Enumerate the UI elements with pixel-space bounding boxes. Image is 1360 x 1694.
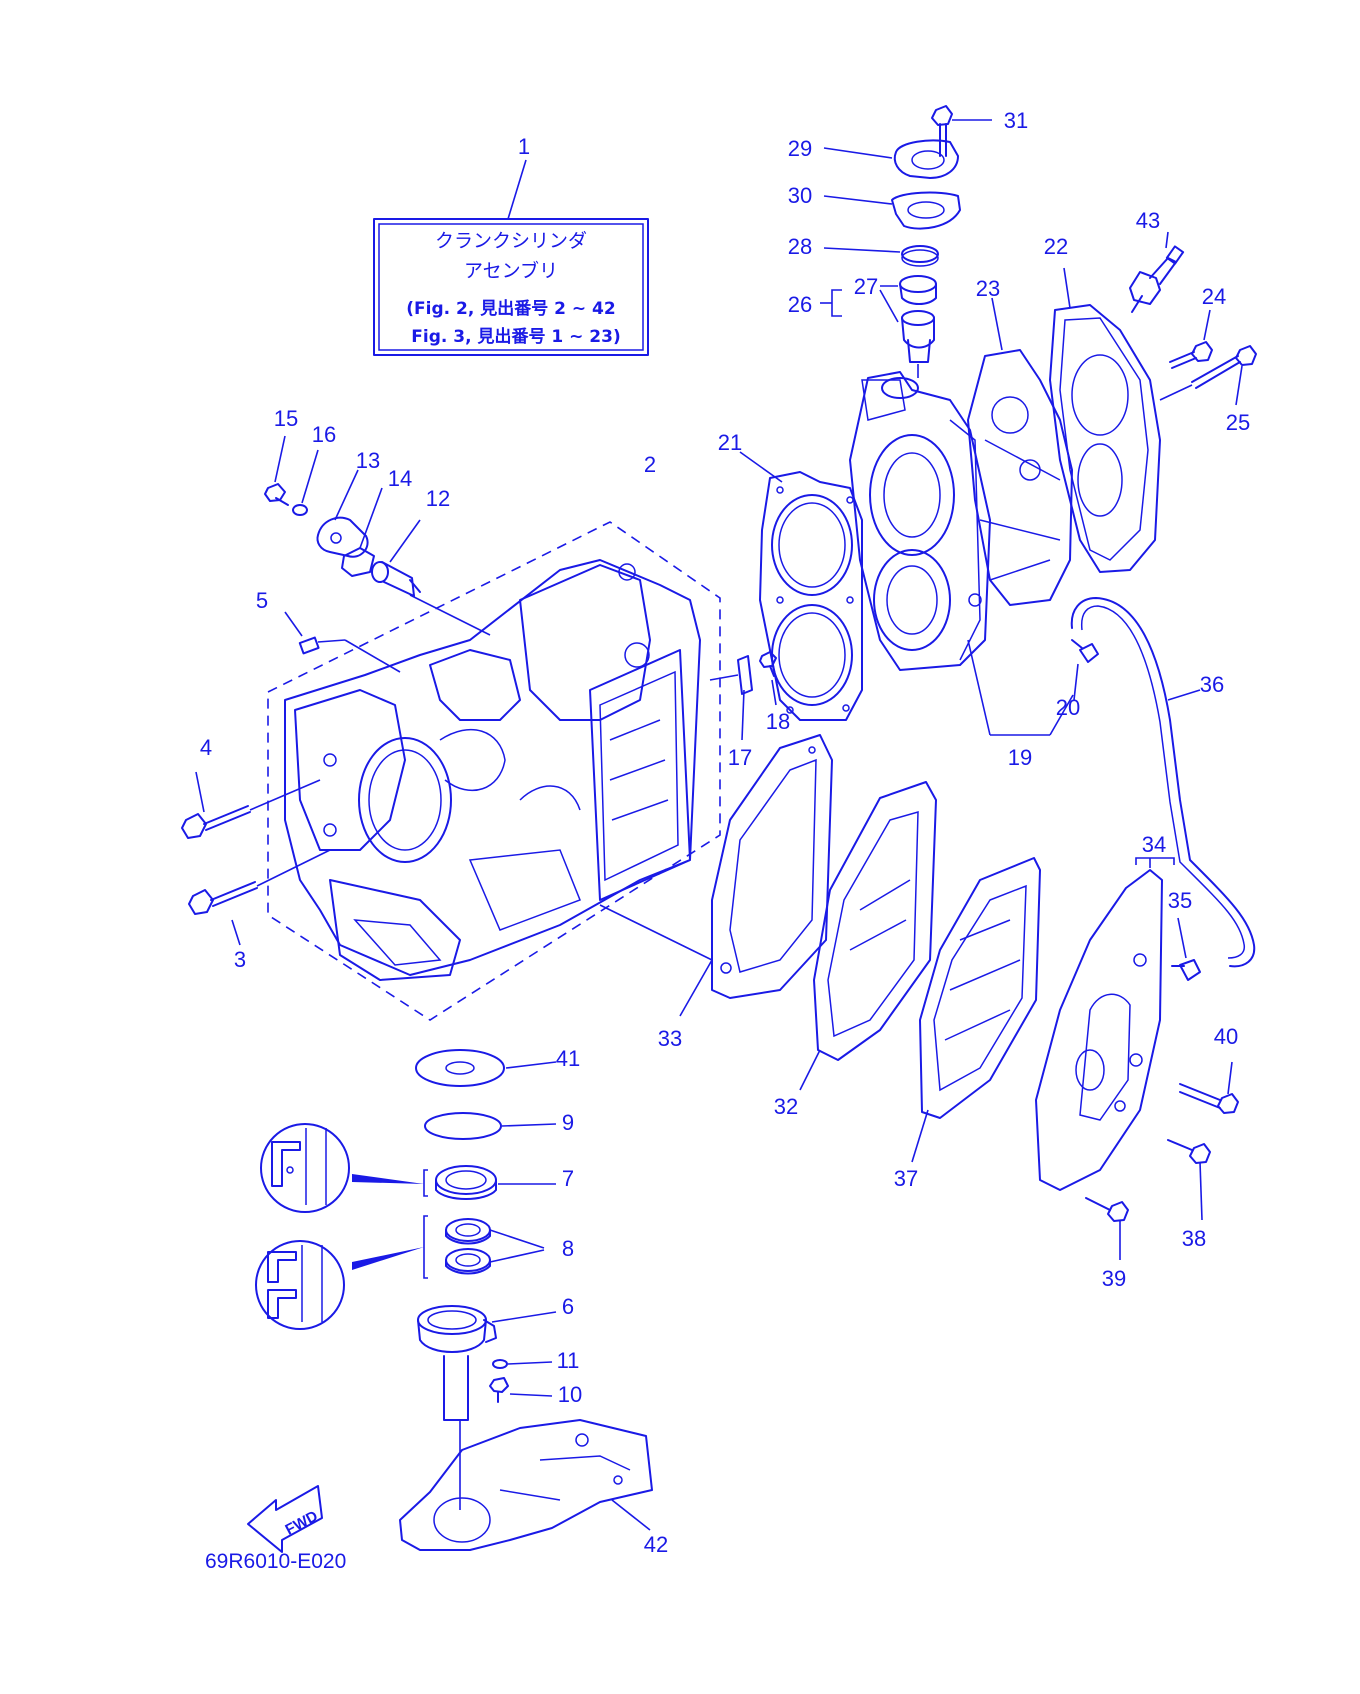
callout-29: 29 [788, 136, 812, 161]
fwd-label: FWD [283, 1507, 321, 1538]
callout-37: 37 [894, 1166, 918, 1191]
assembly-reference-box: クランクシリンダ アセンブリ (Fig. 2, 見出番号 2 ~ 42 Fig.… [373, 159, 649, 356]
bolt-31 [931, 105, 992, 157]
fwd-arrow-icon: FWD [247, 1485, 323, 1553]
gasket-42 [399, 1419, 653, 1551]
gasket-30 [823, 191, 961, 230]
screw-18 [759, 651, 777, 706]
bearing-housing-6 [417, 1305, 557, 1510]
gasket-23 [967, 297, 1073, 606]
callout-42: 42 [644, 1532, 668, 1557]
hose-36 [1070, 597, 1256, 968]
callout-31: 31 [1004, 108, 1028, 133]
ring-28 [823, 245, 939, 267]
callout-43: 43 [1136, 208, 1160, 233]
callout-22: 22 [1044, 234, 1068, 259]
seal-14 [341, 487, 383, 577]
bolt-10 [489, 1377, 553, 1403]
callout-11: 11 [557, 1348, 580, 1373]
callout-34: 34 [1142, 832, 1166, 857]
callout-9: 9 [562, 1110, 574, 1135]
callout-1: 1 [518, 134, 530, 159]
oil-seal-7 [352, 1165, 556, 1200]
thermostat-26 [879, 289, 935, 378]
callout-3: 3 [234, 947, 246, 972]
callout-10: 10 [558, 1382, 582, 1407]
bolt-24 [1169, 309, 1213, 369]
callout-25: 25 [1226, 410, 1250, 435]
callout-17: 17 [728, 745, 752, 770]
seal-27 [880, 275, 937, 305]
seal-detail-lower [255, 1240, 345, 1330]
box-line-4: Fig. 3, 見出番号 1 ~ 23) [411, 326, 620, 347]
thermostat-cover-29 [823, 139, 959, 179]
fitting-35 [1171, 917, 1201, 981]
callout-12: 12 [426, 486, 450, 511]
callout-30: 30 [788, 183, 812, 208]
box-line-1: クランクシリンダ [435, 230, 587, 252]
plate-13 [316, 469, 369, 558]
dowel-pin-5 [284, 611, 401, 673]
callout-36: 36 [1200, 672, 1224, 697]
seal-detail-upper [260, 1123, 350, 1213]
callout-26: 26 [788, 292, 812, 317]
cylinder-block [267, 521, 721, 1021]
spark-plug-43 [1129, 231, 1185, 313]
callout-6: 6 [562, 1294, 574, 1319]
fitting-20 [1071, 639, 1099, 701]
callout-21: 21 [718, 430, 742, 455]
bolt-15 [264, 435, 289, 506]
callout-32: 32 [774, 1094, 798, 1119]
callout-13: 13 [356, 448, 380, 473]
callout-2: 2 [644, 452, 656, 477]
callout-19: 19 [1008, 745, 1032, 770]
box-line-3: (Fig. 2, 見出番号 2 ~ 42 [406, 298, 615, 319]
callout-27: 27 [854, 274, 878, 299]
callout-24: 24 [1202, 284, 1226, 309]
o-ring-9 [424, 1112, 557, 1140]
callout-18: 18 [766, 709, 790, 734]
callout-5: 5 [256, 588, 268, 613]
callout-33: 33 [658, 1026, 682, 1051]
callout-4: 4 [200, 735, 212, 760]
washer-16 [292, 449, 319, 516]
cylinder-head-19 [849, 371, 1074, 736]
drawing-code: 69R6010-E020 [205, 1550, 346, 1573]
callout-28: 28 [788, 234, 812, 259]
callout-15: 15 [274, 406, 298, 431]
callout-8: 8 [562, 1236, 574, 1261]
shaft-12 [371, 519, 491, 636]
callout-14: 14 [388, 466, 412, 491]
callout-labels: 1 2 3 4 5 6 7 8 9 10 11 12 13 14 15 16 1… [200, 108, 1250, 1557]
cover-34 [1035, 857, 1175, 1191]
callout-41: 41 [556, 1046, 580, 1071]
gasket-33 [599, 734, 833, 1017]
bolt-38 [1167, 1139, 1211, 1221]
head-gasket-21 [739, 451, 863, 721]
plate-17 [709, 655, 753, 741]
bolt-40 [1179, 1061, 1239, 1114]
gasket-32 [799, 781, 937, 1091]
gasket-37 [911, 857, 1041, 1163]
bolt-39 [1085, 1197, 1129, 1260]
callout-40: 40 [1214, 1024, 1238, 1049]
bolt-4 [181, 771, 251, 839]
head-cover-22 [1049, 267, 1161, 573]
callout-20: 20 [1056, 695, 1080, 720]
callout-38: 38 [1182, 1226, 1206, 1251]
callout-39: 39 [1102, 1266, 1126, 1291]
callout-7: 7 [562, 1166, 574, 1191]
callout-16: 16 [312, 422, 336, 447]
box-line-2: アセンブリ [464, 259, 558, 282]
washer-11 [492, 1359, 553, 1369]
plate-41 [415, 1049, 557, 1087]
callout-23: 23 [976, 276, 1000, 301]
callout-35: 35 [1168, 888, 1192, 913]
bolt-3 [188, 881, 258, 946]
oil-seal-8 [352, 1215, 545, 1279]
bolt-25 [1159, 345, 1257, 406]
